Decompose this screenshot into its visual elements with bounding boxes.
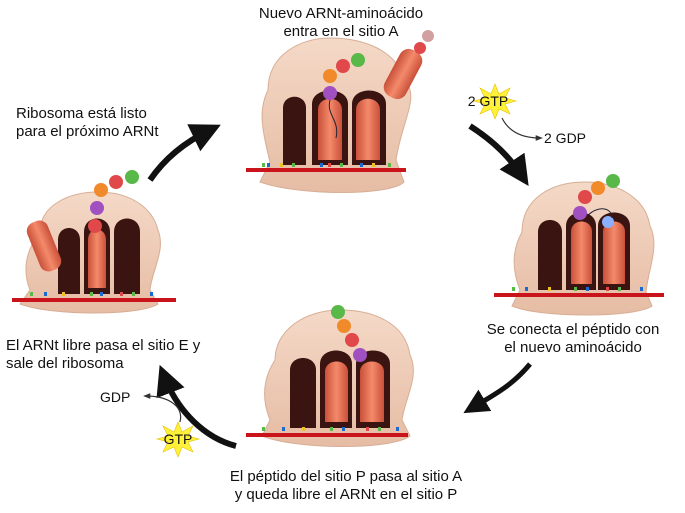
gtp-star-top	[472, 83, 518, 120]
codon-dots-left	[30, 292, 153, 296]
exiting-trna-left	[26, 220, 62, 272]
caption-right: Se conecta el péptido con el nuevo amino…	[468, 321, 678, 357]
ribosome-bottom	[246, 305, 414, 447]
gdp-label-top: 2 GDP	[544, 130, 586, 146]
ribosome-right	[494, 174, 664, 316]
codon-dots-bottom	[262, 427, 399, 431]
caption-top-line2: entra en el sitio A	[283, 23, 399, 40]
ribosome-top	[246, 30, 434, 193]
caption-top-line1: Nuevo ARNt-aminoácido	[258, 5, 424, 22]
incoming-trna-top	[383, 48, 423, 100]
caption-right-line1: Se conecta el péptido con	[486, 321, 660, 338]
gdp-label-bottom: GDP	[100, 389, 130, 405]
codon-dots-top	[262, 163, 391, 167]
codon-dots-right	[512, 287, 643, 291]
cycle-arrow-bottom-left	[156, 364, 237, 449]
caption-left-line2: sale del ribosoma	[6, 355, 124, 372]
gtp-to-gdp-arrow-top	[501, 117, 543, 141]
gtp-label-bottom: GTP	[164, 431, 193, 447]
cycle-arrow-top-right	[468, 123, 529, 186]
cycle-arrow-left-top	[147, 124, 221, 182]
gtp-star-bottom	[155, 421, 201, 458]
caption-top-left-line1: Ribosoma está listo	[16, 105, 147, 122]
caption-bottom: El péptido del sitio P pasa al sitio A y…	[196, 468, 496, 504]
cycle-arrow-right-bottom	[463, 362, 532, 414]
caption-top-left-line2: para el próximo ARNt	[16, 123, 159, 140]
caption-left: El ARNt libre pasa el sitio E y sale del…	[6, 337, 246, 373]
caption-left-line1: El ARNt libre pasa el sitio E y	[6, 337, 201, 354]
caption-right-line2: el nuevo aminoácido	[504, 339, 642, 356]
caption-bottom-line1: El péptido del sitio P pasa al sitio A	[229, 468, 463, 485]
caption-bottom-line2: y queda libre el ARNt en el sitio P	[234, 486, 458, 503]
ribosome-left	[12, 170, 176, 314]
gtp-to-gdp-arrow-bottom	[143, 393, 182, 423]
gtp-label-top: 2 GTP	[468, 93, 508, 109]
caption-top-left: Ribosoma está listo para el próximo ARNt	[16, 105, 206, 141]
caption-top: Nuevo ARNt-aminoácido entra en el sitio …	[236, 5, 446, 41]
